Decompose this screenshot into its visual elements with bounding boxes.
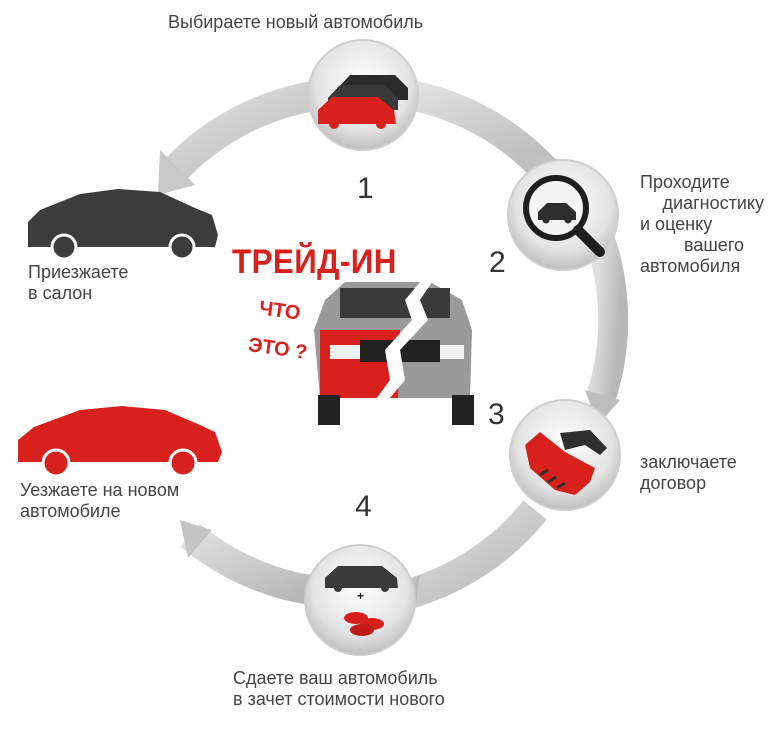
cars-icon bbox=[318, 75, 408, 129]
step1-label: Выбираете новый автомобиль bbox=[168, 12, 424, 32]
arrowhead-left-top bbox=[158, 150, 195, 195]
leave-label-line: автомобиле bbox=[20, 501, 121, 521]
arrow-bottom-right bbox=[400, 500, 547, 610]
svg-text:+: + bbox=[357, 589, 364, 603]
step2-label: Проходите диагностику и оценку вашего ав… bbox=[640, 172, 764, 277]
car-plus-money-icon: + bbox=[325, 566, 398, 636]
arrow-right bbox=[585, 235, 629, 405]
step3-label-line: договор bbox=[640, 473, 707, 493]
arrive-car-icon bbox=[28, 189, 218, 261]
step4-label-line: в зачет стоимости нового bbox=[233, 689, 445, 709]
arrive-label: Приезжаете в салон bbox=[28, 262, 128, 304]
tradein-title: ТРЕЙД-ИН bbox=[232, 243, 397, 281]
arrowhead-right bbox=[585, 390, 620, 425]
arrowhead-bottom-left bbox=[180, 520, 212, 558]
arrive-label-line: Приезжаете bbox=[28, 262, 129, 282]
step1-number: 1 bbox=[357, 172, 374, 205]
step2-number: 2 bbox=[489, 246, 506, 279]
center-suv-image bbox=[310, 268, 478, 428]
arrow-left-top bbox=[164, 80, 323, 181]
leave-label: Уезжаете на новом автомобиле bbox=[20, 480, 179, 522]
handshake-icon bbox=[525, 430, 607, 495]
step4-label-line: Сдаете ваш автомобиль bbox=[233, 668, 438, 688]
step2-label-line: и оценку bbox=[640, 214, 713, 234]
leave-car-icon bbox=[18, 406, 222, 478]
step4-number: 4 bbox=[355, 490, 372, 523]
step1-badge bbox=[307, 39, 419, 151]
step4-badge: + bbox=[304, 544, 416, 656]
step2-label-line: вашего bbox=[684, 235, 745, 255]
arrow-bottom-left bbox=[180, 523, 313, 605]
step3-label: заключаете договор bbox=[640, 452, 737, 494]
step4-label: Сдаете ваш автомобиль в зачет стоимости … bbox=[233, 668, 445, 710]
step2-label-line: автомобиля bbox=[640, 256, 741, 276]
magnifier-car-icon bbox=[523, 175, 605, 257]
leave-label-line: Уезжаете на новом bbox=[20, 480, 180, 500]
arrive-label-line: в салон bbox=[28, 283, 93, 303]
step3-label-line: заключаете bbox=[640, 452, 737, 472]
step2-label-line: диагностику bbox=[662, 193, 764, 213]
step3-number: 3 bbox=[488, 398, 505, 431]
ring-arrows bbox=[164, 80, 629, 610]
step2-label-line: Проходите bbox=[640, 172, 730, 192]
step2-badge bbox=[507, 159, 619, 271]
step3-badge bbox=[509, 399, 621, 511]
